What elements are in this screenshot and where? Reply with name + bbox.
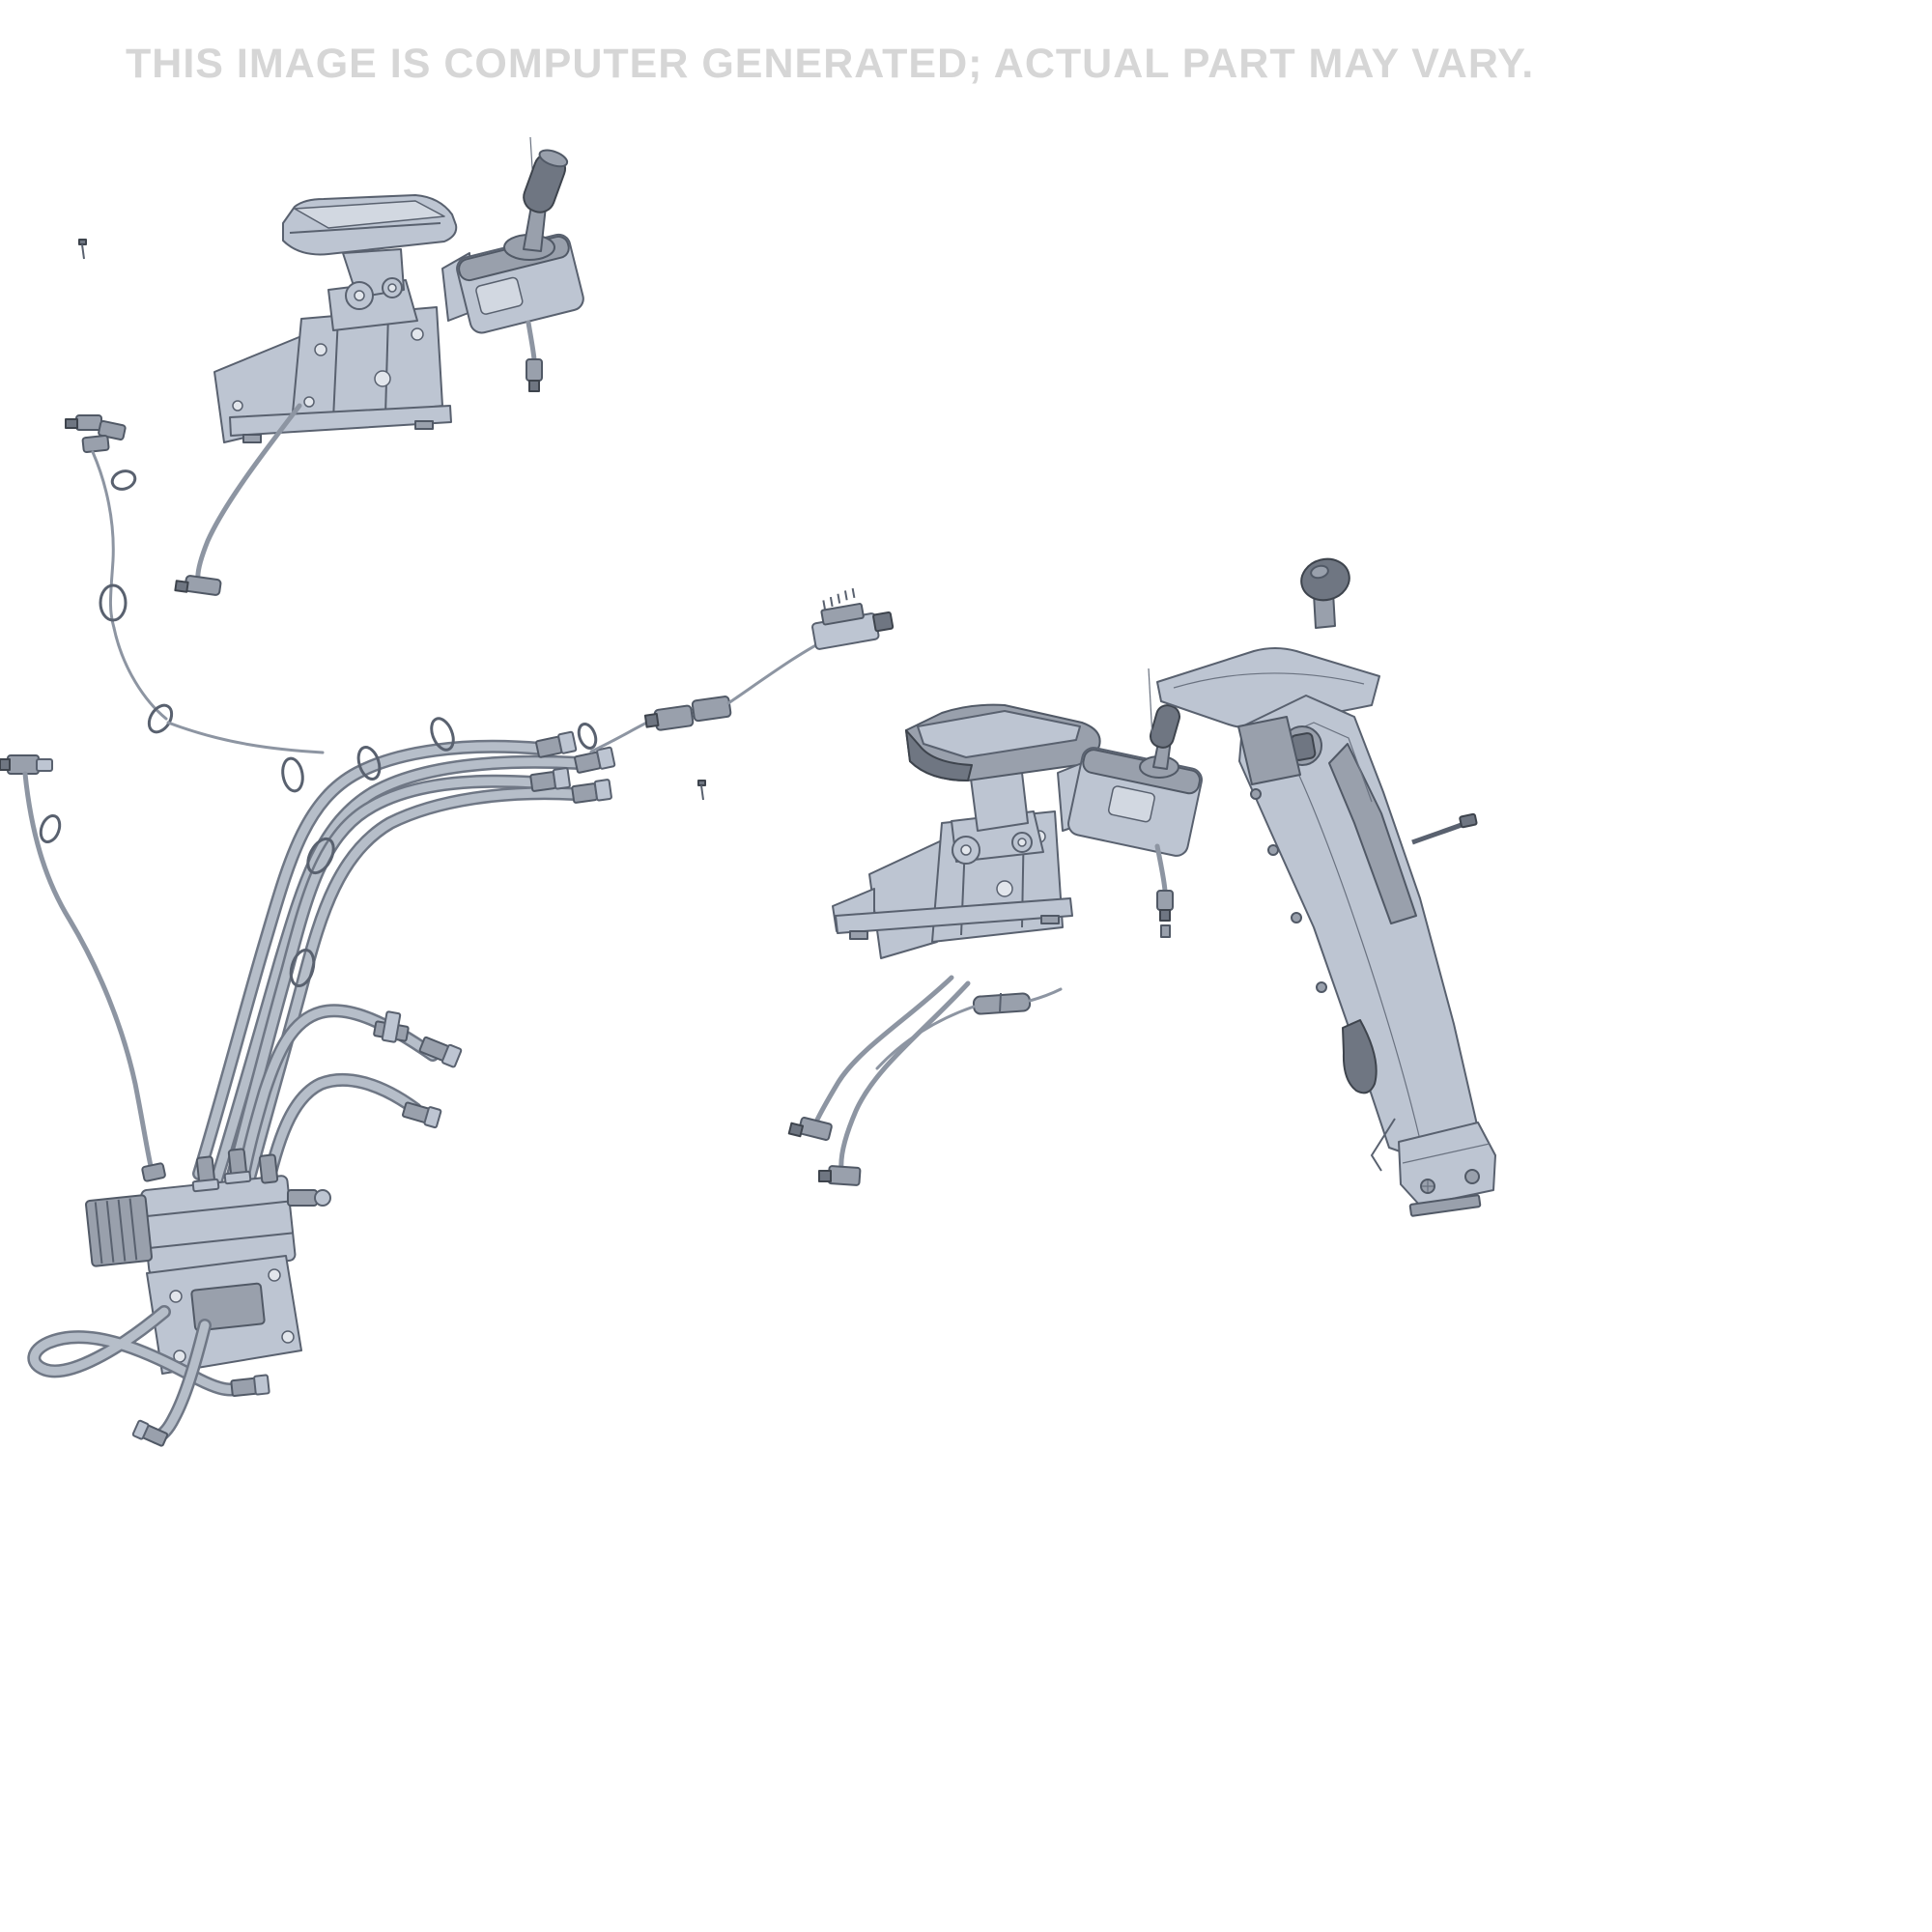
hose-coupling — [131, 1419, 169, 1447]
hose-clamp — [356, 746, 382, 781]
harness-connector-block — [811, 587, 895, 650]
harness-clamp — [147, 703, 174, 734]
left-joystick-pod — [441, 136, 584, 392]
console-body — [1237, 695, 1481, 1160]
loose-screw-left — [78, 239, 87, 260]
left-mounting-bracket — [213, 306, 452, 443]
harness-clamp — [110, 469, 137, 491]
left-armrest-pad — [282, 194, 458, 256]
right-armrest-pad — [905, 703, 1101, 781]
solenoid-block — [85, 1194, 153, 1267]
console-kick-lever — [1342, 1019, 1378, 1094]
right-joystick-pod — [1057, 668, 1203, 938]
hose-clamp — [306, 837, 335, 875]
right-base-cables — [787, 975, 1063, 1186]
wiring-harness — [65, 414, 325, 754]
left-armrest-hinge — [327, 248, 418, 331]
pod-cable — [526, 320, 537, 362]
hose-coupling — [574, 746, 616, 774]
hose-coupling — [529, 767, 571, 792]
elbow-fitting — [418, 1036, 463, 1068]
loose-screw-middle — [697, 780, 706, 801]
watermark-text: THIS IMAGE IS COMPUTER GENERATED; ACTUAL… — [126, 41, 1535, 87]
pod-cable — [1154, 843, 1168, 894]
hydraulic-hose-bundle — [192, 717, 616, 1205]
tee-fitting — [373, 1010, 410, 1043]
hose-coupling — [230, 1374, 270, 1398]
two-pin-connector — [643, 696, 732, 731]
inline-cable-assembly — [589, 587, 895, 753]
console-foot-bracket — [1370, 1118, 1496, 1217]
hose-clamp — [577, 722, 598, 751]
shift-knob — [1300, 557, 1350, 629]
harness-connector-cluster — [65, 414, 127, 454]
right-armrest-hinge — [951, 772, 1044, 865]
left-joystick-grip — [523, 149, 569, 213]
console-handle-lever — [1411, 812, 1478, 845]
harness-clamp — [99, 583, 128, 622]
inline-barrel-connector — [972, 992, 1032, 1015]
joystick-pin — [1148, 668, 1153, 739]
valve-manifold — [27, 1148, 331, 1447]
hose-coupling — [571, 779, 612, 804]
manifold-top-fittings — [191, 1148, 279, 1193]
hose-coupling — [535, 730, 578, 758]
manifold-side-fitting — [287, 1189, 318, 1207]
cable-clamp — [39, 813, 62, 844]
right-joystick-grip — [1150, 704, 1180, 749]
right-joystick-armrest-assembly — [787, 668, 1203, 1186]
left-bracket-cable — [174, 403, 302, 596]
hose-clamp — [281, 756, 304, 793]
elbow-fitting — [402, 1101, 442, 1129]
hose-clamp — [430, 717, 455, 752]
hose-clamp — [289, 948, 316, 988]
left-joystick-armrest-assembly — [174, 136, 584, 596]
steering-console-assembly — [1156, 557, 1496, 1217]
left-edge-connector-cable — [0, 754, 166, 1182]
